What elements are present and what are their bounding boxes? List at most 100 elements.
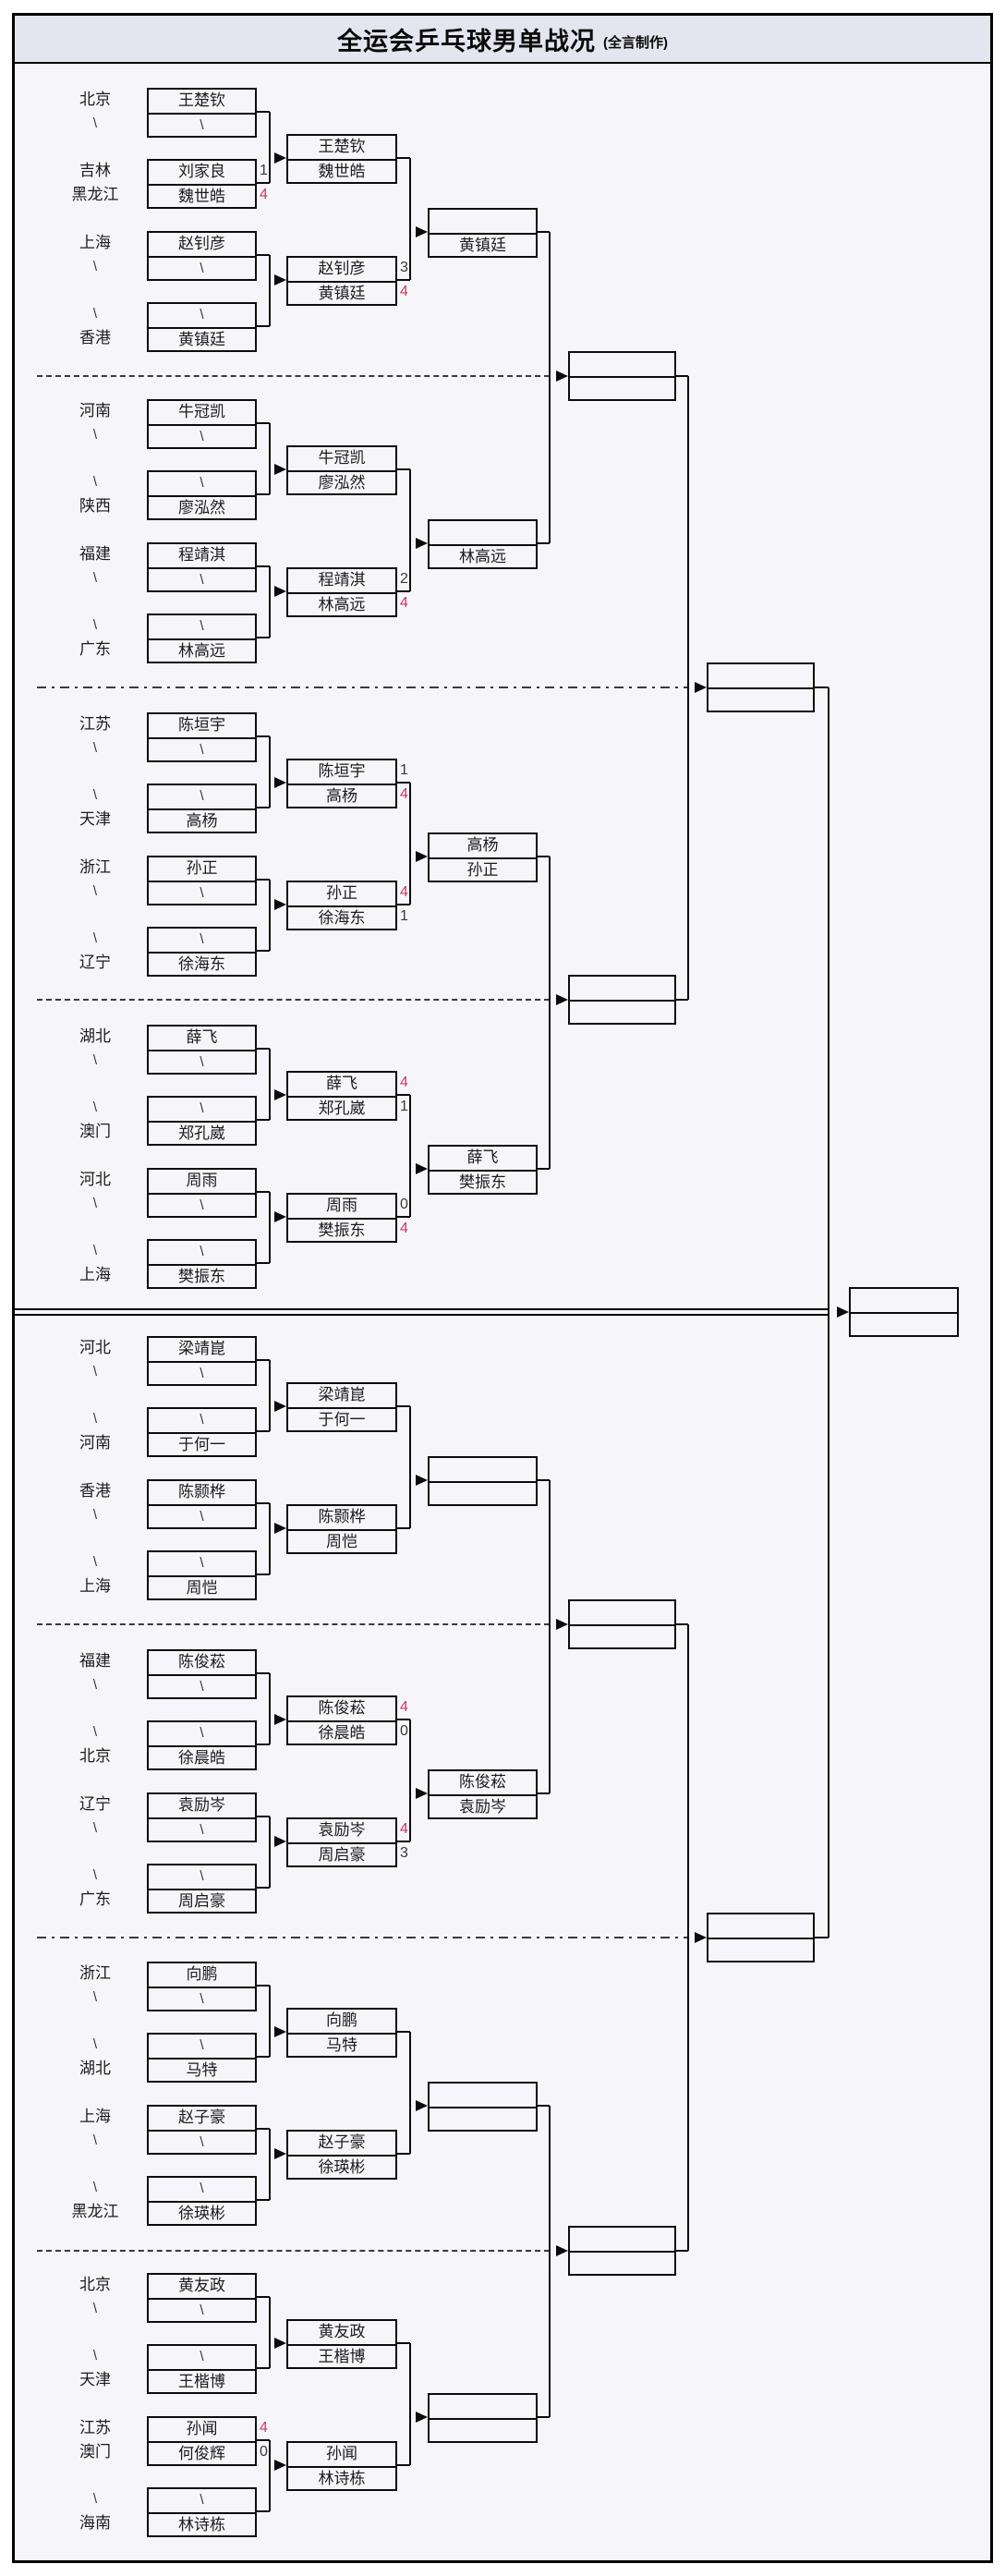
player-name: 黄镇廷 xyxy=(178,331,225,348)
entry-arrow-icon xyxy=(695,1932,707,1943)
connector-line xyxy=(815,687,829,688)
connector-line xyxy=(257,1574,270,1575)
bye-slot: \ xyxy=(200,572,204,588)
entry-arrow-icon xyxy=(416,226,428,237)
connector-line xyxy=(397,1841,410,1842)
player-name: 袁励岑 xyxy=(149,1794,255,1819)
match-box-round3 xyxy=(428,1456,538,1506)
bye-mark: \ xyxy=(92,2132,98,2148)
player-name: 徐晨皓 xyxy=(318,1724,366,1742)
match-box-round2: 孙闻林诗栋 xyxy=(286,2441,397,2491)
connector-line xyxy=(538,1168,550,1170)
entry-arrow-icon xyxy=(556,994,568,1005)
connector-line xyxy=(676,2250,688,2252)
match-box-round2: 赵子豪徐瑛彬 xyxy=(286,2130,397,2180)
entry-arrow-icon xyxy=(416,2100,428,2111)
connector-line xyxy=(257,325,270,327)
title-bar: 全运会乒乓球男单战况 (全言制作) xyxy=(15,16,990,64)
bye-mark: \ xyxy=(92,1554,98,1570)
connector-line xyxy=(409,783,411,905)
score: 0 xyxy=(400,1197,408,1212)
entry-arrow-icon xyxy=(837,1306,849,1318)
bye-mark: \ xyxy=(92,930,98,946)
region-label: 河北 xyxy=(79,1339,111,1356)
connector-line xyxy=(676,999,688,1001)
score: 4 xyxy=(400,1821,408,1837)
empty-slot xyxy=(708,689,813,712)
player-name: 樊振东 xyxy=(178,1268,225,1285)
empty-slot xyxy=(570,1002,674,1025)
empty-slot xyxy=(430,1458,536,1483)
region-label: 天津 xyxy=(79,2371,111,2388)
empty-slot xyxy=(430,2084,536,2108)
bye-mark: \ xyxy=(92,2180,98,2195)
connector-line xyxy=(257,1985,270,1987)
player-name: 王楚钦 xyxy=(149,90,255,115)
entry-arrow-icon xyxy=(274,1089,286,1100)
connector-line xyxy=(397,1719,410,1720)
bye-slot: \ xyxy=(149,472,255,497)
player-name: 周恺 xyxy=(186,1579,218,1597)
connector-line xyxy=(257,1502,270,1504)
entry-arrow-icon xyxy=(274,899,286,910)
connector-line xyxy=(397,2464,410,2466)
connector-line xyxy=(269,1503,271,1574)
region-label: 黑龙江 xyxy=(71,2203,119,2220)
player-name: 向鹏 xyxy=(149,1963,255,1988)
connector-line xyxy=(269,1360,271,1431)
empty-slot xyxy=(430,521,536,546)
match-box-round1: 袁励岑\ xyxy=(147,1792,257,1842)
player-name: 高杨 xyxy=(186,812,218,830)
player-name: 王楷博 xyxy=(318,2348,366,2365)
bye-slot: \ xyxy=(149,785,255,810)
connector-line xyxy=(257,950,270,952)
connector-line xyxy=(397,157,410,159)
connector-line xyxy=(269,255,271,326)
match-box-quarterfinal xyxy=(568,1599,676,1649)
region-label: 辽宁 xyxy=(79,1795,111,1813)
bye-slot: \ xyxy=(200,742,204,758)
separator-line xyxy=(37,375,550,377)
player-name: 刘家良 xyxy=(149,161,255,186)
region-label: 香港 xyxy=(79,1482,111,1500)
region-label: 辽宁 xyxy=(79,954,111,971)
empty-slot xyxy=(570,378,674,401)
empty-slot xyxy=(430,210,536,235)
connector-line xyxy=(397,2342,410,2344)
bye-mark: \ xyxy=(92,306,98,322)
connector-line xyxy=(409,1406,411,1528)
connector-line xyxy=(257,493,270,495)
bye-mark: \ xyxy=(92,259,98,274)
player-name: 孙正 xyxy=(288,882,395,907)
entry-arrow-icon xyxy=(416,1788,428,1799)
player-name: 王楷博 xyxy=(178,2373,225,2390)
region-label: 澳门 xyxy=(79,2443,111,2461)
connector-line xyxy=(269,1049,271,1120)
player-name: 魏世皓 xyxy=(178,188,225,205)
connector-line xyxy=(257,1430,270,1432)
player-name: 于何一 xyxy=(318,1411,366,1428)
bye-slot: \ xyxy=(200,429,204,444)
empty-slot xyxy=(430,2395,536,2420)
connector-line xyxy=(257,879,270,881)
connector-line xyxy=(676,1623,688,1625)
match-box-round1: \于何一 xyxy=(147,1407,257,1457)
player-name: 徐海东 xyxy=(178,955,225,973)
player-name: 赵钊彦 xyxy=(149,233,255,258)
match-box-round2: 牛冠凯廖泓然 xyxy=(286,445,397,495)
match-box-round1: \廖泓然 xyxy=(147,470,257,520)
player-name: 郑孔崴 xyxy=(318,1100,366,1117)
region-label: 浙江 xyxy=(79,858,111,876)
player-name: 樊振东 xyxy=(318,1221,366,1239)
bye-slot: \ xyxy=(149,2489,255,2514)
bye-slot: \ xyxy=(149,2178,255,2203)
connector-line xyxy=(257,2367,270,2369)
match-box-round2: 王楚钦魏世皓 xyxy=(286,134,397,184)
match-box-semifinal xyxy=(707,1913,815,1962)
player-name: 梁靖崑 xyxy=(288,1384,395,1409)
score: 4 xyxy=(400,1075,408,1090)
match-box-round1: 程靖淇\ xyxy=(147,542,257,592)
match-box-round2: 黄友政王楷博 xyxy=(286,2319,397,2369)
connector-line xyxy=(257,2439,270,2441)
match-box-round1: 梁靖崑\ xyxy=(147,1336,257,1386)
